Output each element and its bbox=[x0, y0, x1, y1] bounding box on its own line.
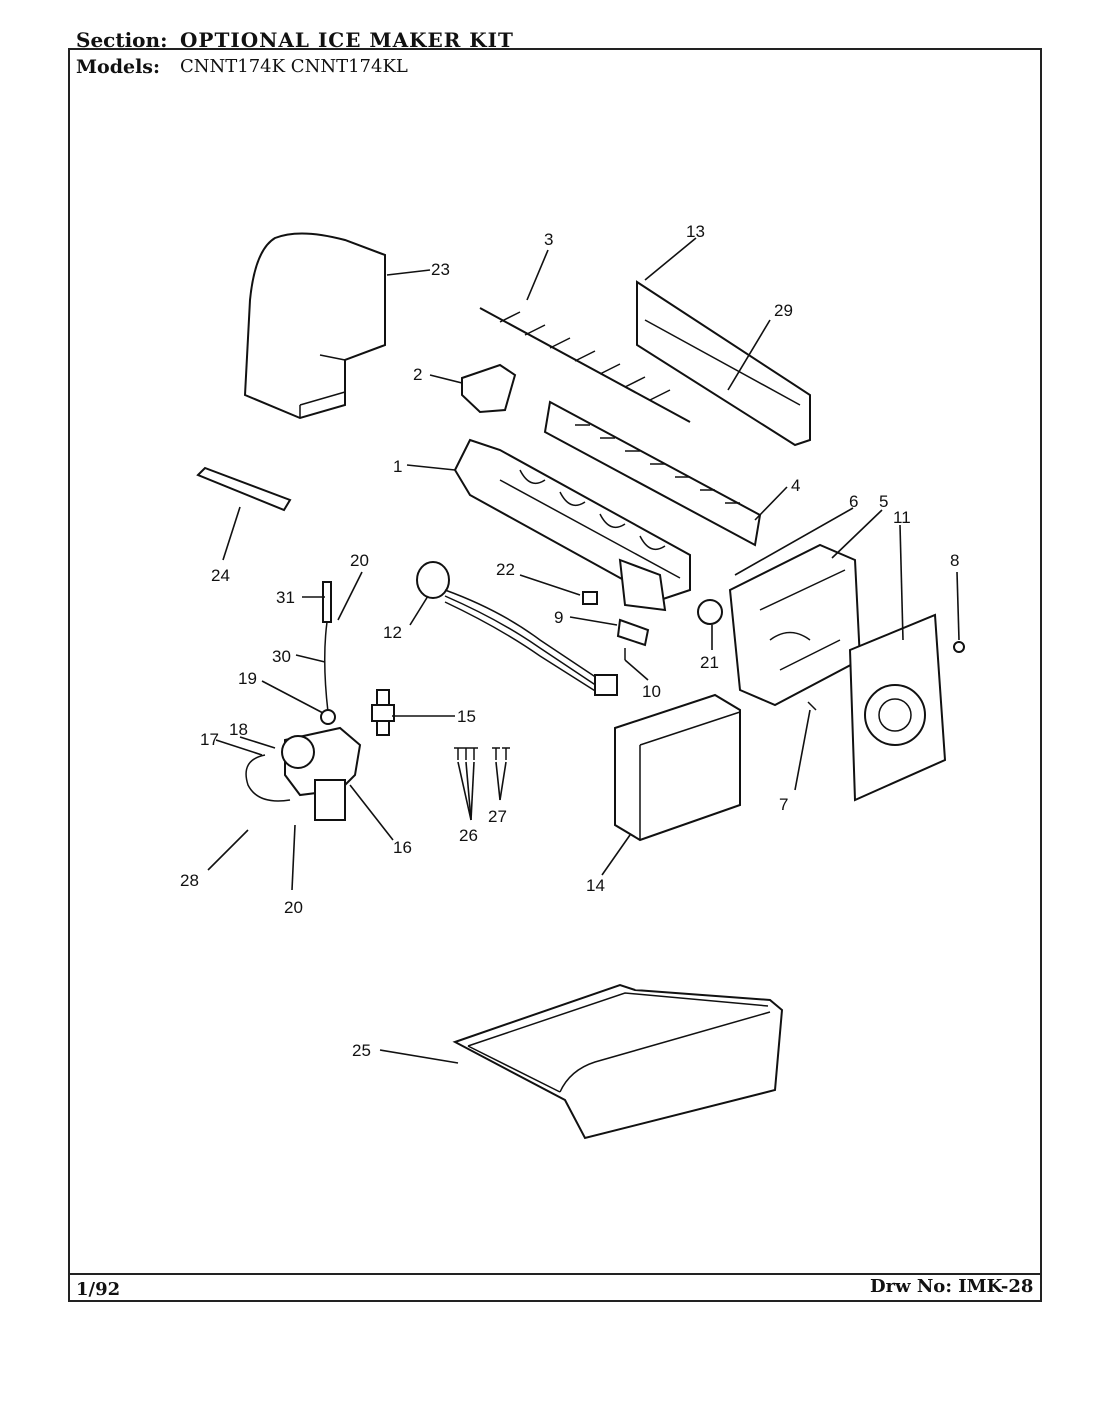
drawing-frame bbox=[68, 48, 1042, 1302]
footer-divider bbox=[68, 1273, 1042, 1275]
callout-25: 25 bbox=[352, 1041, 371, 1060]
callout-18: 18 bbox=[229, 720, 248, 739]
callout-20-top: 20 bbox=[350, 551, 369, 570]
callout-17: 17 bbox=[200, 730, 219, 749]
callout-1: 1 bbox=[393, 457, 402, 476]
models-list: CNNT174K CNNT174KL bbox=[180, 56, 408, 77]
callout-15: 15 bbox=[457, 707, 476, 726]
part-wire-harness bbox=[416, 561, 618, 696]
part-mold bbox=[453, 438, 691, 612]
part-water-tube bbox=[320, 581, 336, 725]
part-motor-housing bbox=[728, 543, 862, 707]
part-stripper bbox=[543, 400, 762, 547]
part-screws bbox=[454, 747, 510, 760]
callout-9: 9 bbox=[554, 608, 563, 627]
callout-27: 27 bbox=[488, 807, 507, 826]
callout-31: 31 bbox=[276, 588, 295, 607]
callout-4: 4 bbox=[791, 476, 800, 495]
callout-16: 16 bbox=[393, 838, 412, 857]
callout-14: 14 bbox=[586, 876, 605, 895]
part-fill-tube bbox=[196, 466, 292, 512]
drawing-date: 1/92 bbox=[76, 1279, 121, 1300]
part-switch-knob bbox=[697, 599, 723, 625]
callout-7: 7 bbox=[779, 795, 788, 814]
callout-11: 11 bbox=[893, 508, 911, 527]
callout-3: 3 bbox=[544, 230, 553, 249]
part-mold-cover bbox=[636, 280, 811, 447]
callout-2: 2 bbox=[413, 365, 422, 384]
callout-labels: 1 2 3 4 5 6 7 8 9 10 11 12 13 14 15 16 1… bbox=[180, 222, 959, 1060]
callout-23: 23 bbox=[431, 260, 450, 279]
part-bracket bbox=[461, 363, 517, 414]
callout-19: 19 bbox=[238, 669, 257, 688]
callout-26: 26 bbox=[459, 826, 478, 845]
callout-10: 10 bbox=[642, 682, 661, 701]
part-clip bbox=[582, 591, 598, 605]
callout-5: 5 bbox=[879, 492, 888, 511]
part-mounting-plate bbox=[848, 613, 947, 802]
part-ice-bin bbox=[452, 983, 784, 1140]
part-coupling bbox=[371, 689, 395, 736]
callout-29: 29 bbox=[774, 301, 793, 320]
part-bracket-small bbox=[616, 618, 650, 647]
callout-30: 30 bbox=[272, 647, 291, 666]
callout-12: 12 bbox=[383, 623, 402, 642]
part-control-box bbox=[614, 693, 741, 842]
part-nut-8 bbox=[953, 641, 965, 653]
callout-24: 24 bbox=[211, 566, 230, 585]
callout-8: 8 bbox=[950, 551, 959, 570]
callout-6: 6 bbox=[849, 492, 858, 511]
part-ejector-blades bbox=[479, 307, 691, 423]
models-label: Models: bbox=[76, 56, 161, 78]
callout-28: 28 bbox=[180, 871, 199, 890]
callout-13: 13 bbox=[686, 222, 705, 241]
drawing-number: Drw No: IMK-28 bbox=[870, 1276, 1034, 1297]
part-water-valve bbox=[245, 726, 362, 821]
callout-22: 22 bbox=[496, 560, 515, 579]
leader-lines bbox=[207, 237, 960, 1064]
part-screw-7 bbox=[807, 701, 817, 711]
part-shield-cover bbox=[243, 232, 386, 420]
callout-20-bottom: 20 bbox=[284, 898, 303, 917]
callout-21: 21 bbox=[700, 653, 719, 672]
